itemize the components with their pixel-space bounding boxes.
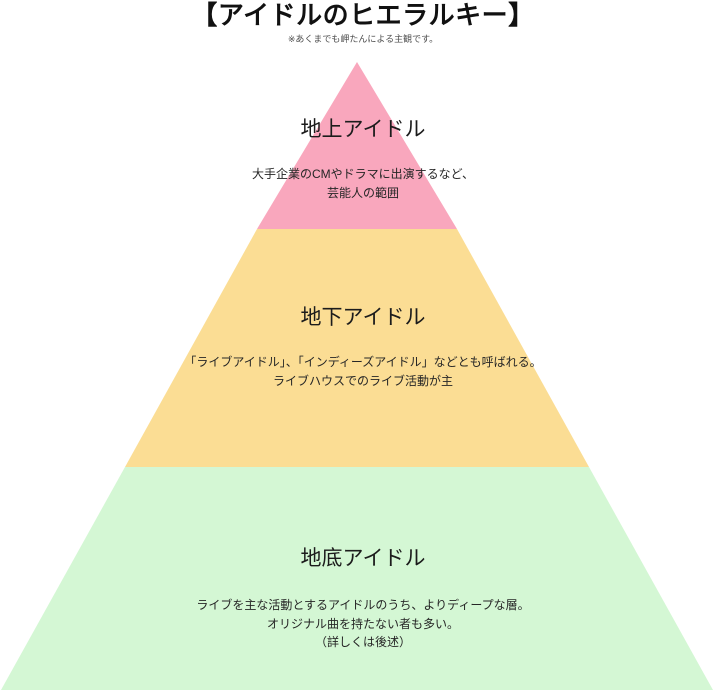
- page-title: 【アイドルのヒエラルキー】: [191, 0, 535, 30]
- tier-top-name: 地上アイドル: [300, 118, 426, 141]
- pyramid-tier-top: 地上アイドル 大手企業のCMやドラマに出演するなど、 芸能人の範囲: [0, 117, 726, 202]
- tier-middle-description-line: 「ライブアイドル」、「インディーズアイドル」などとも呼ばれる。: [184, 355, 542, 370]
- tier-bottom-name: 地底アイドル: [300, 547, 426, 570]
- tier-middle-name: 地下アイドル: [300, 306, 426, 329]
- tier-bottom-description-line: ライブを主な活動とするアイドルのうち、よりディープな層。: [196, 598, 530, 613]
- tier-bottom-description-line: （詳しくは後述）: [314, 635, 411, 650]
- chart-subtitle: ※あくまでも岬たんによる主観です。: [287, 34, 439, 45]
- tier-middle-description: 「ライブアイドル」、「インディーズアイドル」などとも呼ばれる。 ライブハウスでの…: [0, 353, 726, 390]
- pyramid-tier-middle: 地下アイドル 「ライブアイドル」、「インディーズアイドル」などとも呼ばれる。 ラ…: [0, 305, 726, 390]
- pyramid-tier-top-shape: [257, 62, 457, 229]
- pyramid-tier-bottom-shape: [1, 467, 713, 690]
- chart-header: 【アイドルのヒエラルキー】 ※あくまでも岬たんによる主観です。: [0, 0, 726, 45]
- tier-top-description-line: 大手企業のCMやドラマに出演するなど、: [251, 167, 475, 182]
- tier-bottom-description-line: オリジナル曲を持たない者も多い。: [266, 616, 459, 631]
- tier-top-description-line: 芸能人の範囲: [326, 185, 399, 200]
- pyramid-tier-bottom: 地底アイドル ライブを主な活動とするアイドルのうち、よりディープな層。 オリジナ…: [0, 546, 726, 652]
- tier-middle-description-line: ライブハウスでのライブ活動が主: [272, 373, 453, 388]
- tier-top-description: 大手企業のCMやドラマに出演するなど、 芸能人の範囲: [0, 165, 726, 202]
- tier-bottom-description: ライブを主な活動とするアイドルのうち、よりディープな層。 オリジナル曲を持たない…: [0, 596, 726, 652]
- pyramid-tier-middle-shape: [125, 229, 589, 467]
